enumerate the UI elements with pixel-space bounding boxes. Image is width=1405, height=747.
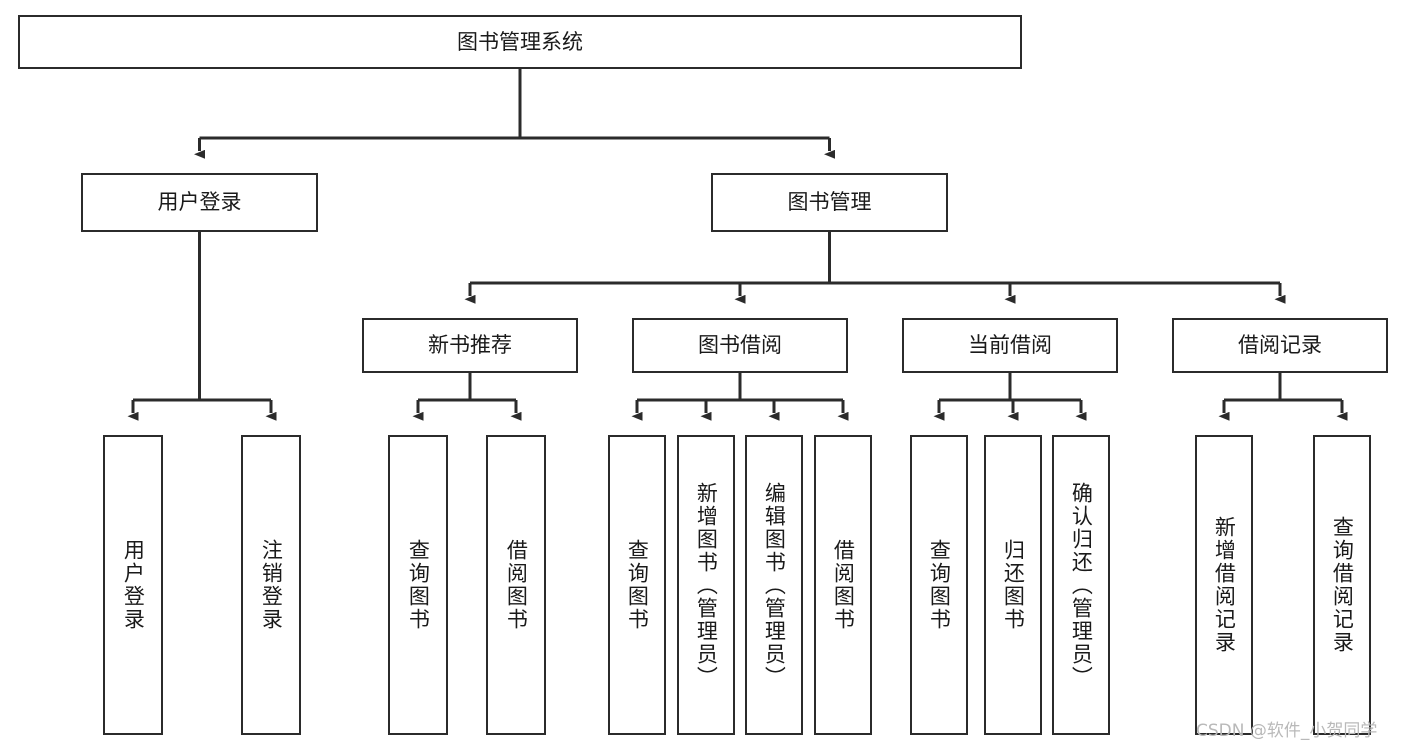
leaf-edit-book-admin-label: 编辑图书（管理员） bbox=[762, 481, 787, 689]
node-new-book-recommend[interactable]: 新书推荐 bbox=[362, 318, 578, 373]
leaf-add-book-admin-label: 新增图书（管理员） bbox=[694, 481, 719, 689]
node-new-book-recommend-label: 新书推荐 bbox=[428, 333, 512, 358]
leaf-logout-login[interactable]: 注销登录 bbox=[241, 435, 301, 735]
leaf-query-book-recommend[interactable]: 查询图书 bbox=[388, 435, 448, 735]
leaf-borrow-book-recommend[interactable]: 借阅图书 bbox=[486, 435, 546, 735]
leaf-query-book-borrow[interactable]: 查询图书 bbox=[608, 435, 666, 735]
node-user-login[interactable]: 用户登录 bbox=[81, 173, 318, 232]
node-current-borrow-label: 当前借阅 bbox=[968, 333, 1052, 358]
csdn-watermark: CSDN @软件_小贺同学 bbox=[1196, 721, 1378, 741]
node-book-management-label: 图书管理 bbox=[787, 190, 872, 215]
leaf-query-borrow-record[interactable]: 查询借阅记录 bbox=[1313, 435, 1371, 735]
node-current-borrow[interactable]: 当前借阅 bbox=[902, 318, 1118, 373]
leaf-user-login-label: 用户登录 bbox=[121, 539, 146, 631]
leaf-edit-book-admin[interactable]: 编辑图书（管理员） bbox=[745, 435, 803, 735]
node-borrow-record-label: 借阅记录 bbox=[1238, 333, 1322, 358]
leaf-confirm-return-admin[interactable]: 确认归还（管理员） bbox=[1052, 435, 1110, 735]
leaf-borrow-book-recommend-label: 借阅图书 bbox=[504, 539, 529, 631]
leaf-query-book-borrow-label: 查询图书 bbox=[625, 539, 650, 631]
leaf-query-book-current[interactable]: 查询图书 bbox=[910, 435, 968, 735]
leaf-add-borrow-record-label: 新增借阅记录 bbox=[1212, 516, 1237, 654]
leaf-query-borrow-record-label: 查询借阅记录 bbox=[1330, 516, 1355, 654]
leaf-borrow-book[interactable]: 借阅图书 bbox=[814, 435, 872, 735]
node-book-management[interactable]: 图书管理 bbox=[711, 173, 948, 232]
leaf-add-book-admin[interactable]: 新增图书（管理员） bbox=[677, 435, 735, 735]
node-root[interactable]: 图书管理系统 bbox=[18, 15, 1022, 69]
leaf-user-login[interactable]: 用户登录 bbox=[103, 435, 163, 735]
leaf-add-borrow-record[interactable]: 新增借阅记录 bbox=[1195, 435, 1253, 735]
node-borrow-record[interactable]: 借阅记录 bbox=[1172, 318, 1388, 373]
leaf-query-book-current-label: 查询图书 bbox=[927, 539, 952, 631]
leaf-query-book-recommend-label: 查询图书 bbox=[406, 539, 431, 631]
node-user-login-label: 用户登录 bbox=[157, 190, 242, 215]
node-book-borrow[interactable]: 图书借阅 bbox=[632, 318, 848, 373]
node-book-borrow-label: 图书借阅 bbox=[698, 333, 782, 358]
leaf-borrow-book-label: 借阅图书 bbox=[831, 539, 856, 631]
leaf-return-book[interactable]: 归还图书 bbox=[984, 435, 1042, 735]
leaf-logout-login-label: 注销登录 bbox=[259, 539, 284, 631]
leaf-return-book-label: 归还图书 bbox=[1001, 539, 1026, 631]
leaf-confirm-return-admin-label: 确认归还（管理员） bbox=[1069, 481, 1094, 689]
node-root-label: 图书管理系统 bbox=[457, 29, 583, 54]
